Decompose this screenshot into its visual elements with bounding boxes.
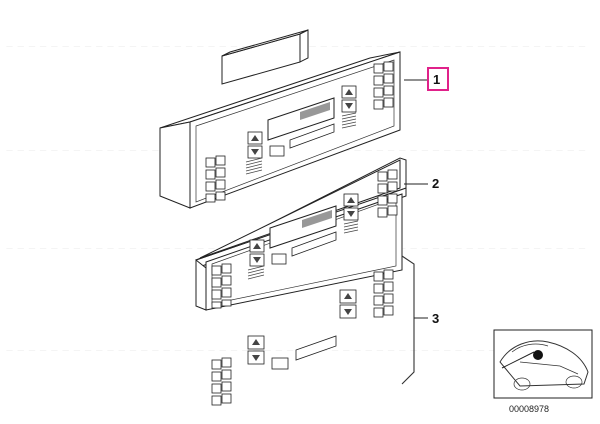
callout-2-label[interactable]: 2 [432,176,439,191]
part-3-button-set[interactable] [211,255,415,406]
part-2-right-buttons [377,169,398,218]
part-1-climate-control-unit[interactable] [159,29,401,209]
callout-1-highlight [427,67,449,91]
part-2-control-panel[interactable] [195,157,407,311]
part-1-right-grille [341,112,357,129]
part-1-left-grille [245,157,263,175]
car-location-icon [499,340,589,391]
part-1-right-buttons [373,61,394,110]
part-2-left-buttons [211,263,232,309]
reference-code: 00008978 [509,404,549,414]
part-3-left-column [211,357,232,406]
part-2-left-grille [247,265,265,280]
part-3-right-column [373,269,394,318]
callouts: 1 2 3 [404,67,449,326]
car-location-thumbnail [493,329,593,399]
callout-3-label[interactable]: 3 [432,311,439,326]
callout-1-label[interactable]: 1 [433,72,440,87]
part-2-right-grille [343,220,359,234]
part-1-left-buttons [205,155,226,203]
